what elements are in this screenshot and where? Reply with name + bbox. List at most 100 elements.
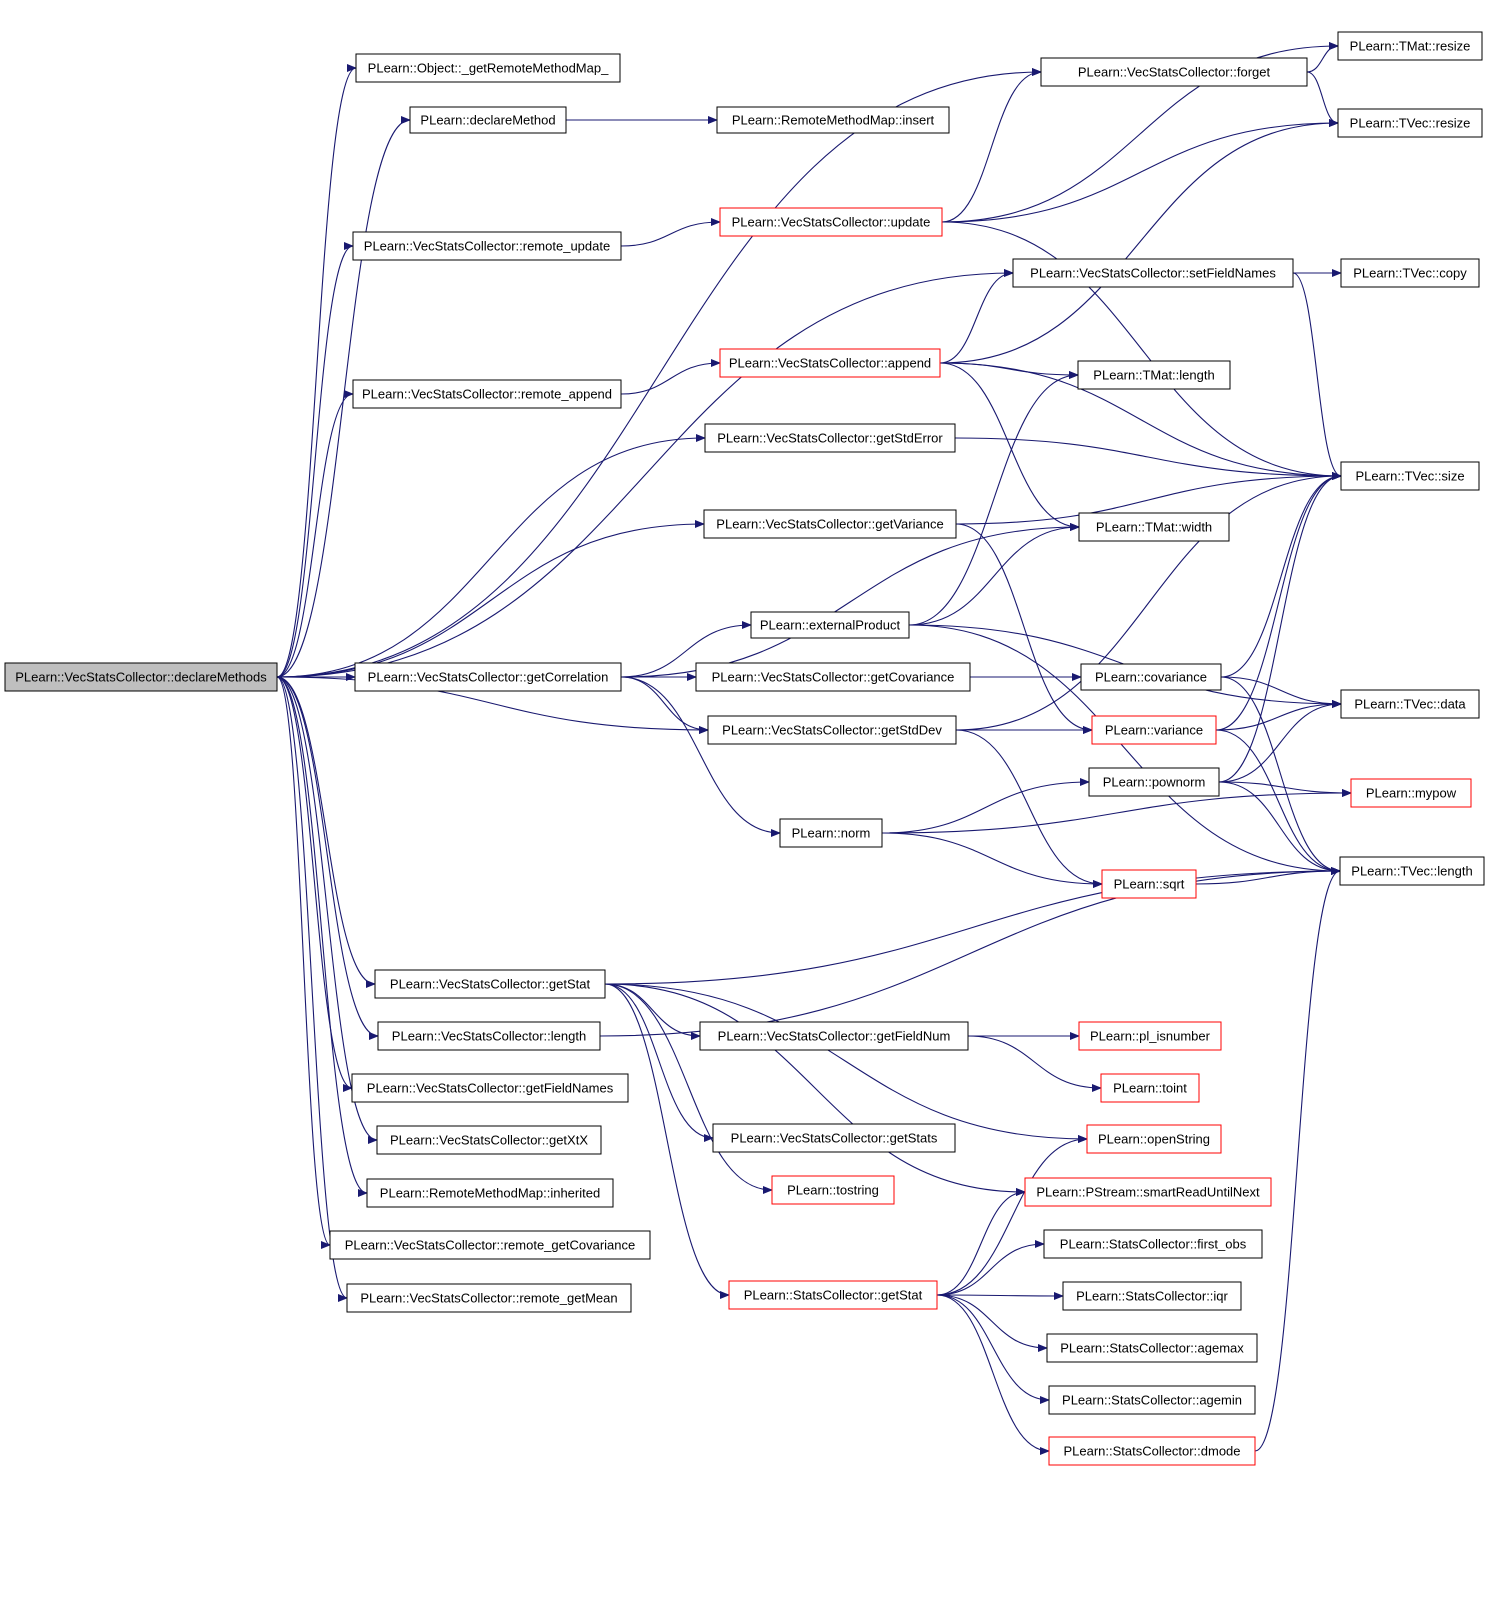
node-box <box>366 1178 614 1208</box>
node-get-field-num[interactable]: PLearn::VecStatsCollector::getFieldNum <box>699 1021 969 1051</box>
node-norm[interactable]: PLearn::norm <box>779 818 883 848</box>
node-box <box>329 1230 651 1260</box>
node-inherited[interactable]: PLearn::RemoteMethodMap::inherited <box>366 1178 614 1208</box>
node-get-correlation[interactable]: PLearn::VecStatsCollector::getCorrelatio… <box>354 662 622 692</box>
node-box <box>1340 461 1480 491</box>
edge-covariance-to-tvec-size <box>1220 472 1342 678</box>
node-remote-append[interactable]: PLearn::VecStatsCollector::remote_append <box>352 379 622 409</box>
node-tvec-copy[interactable]: PLearn::TVec::copy <box>1340 258 1480 288</box>
node-forget[interactable]: PLearn::VecStatsCollector::forget <box>1040 57 1308 87</box>
edge-variance-to-tvec-data <box>1215 700 1342 731</box>
edge-sc-get-stat-to-open-string <box>936 1135 1088 1296</box>
node-first-obs[interactable]: PLearn::StatsCollector::first_obs <box>1043 1229 1263 1259</box>
node-label: PLearn::VecStatsCollector::getStat <box>390 977 591 992</box>
edge-covariance-to-tvec-data <box>1220 676 1342 708</box>
node-agemin[interactable]: PLearn::StatsCollector::agemin <box>1048 1385 1256 1415</box>
node-box <box>750 611 910 639</box>
edge-declare-methods-to-remote-append <box>276 390 354 678</box>
node-label: PLearn::TMat::length <box>1093 368 1214 383</box>
node-get-xt-x[interactable]: PLearn::VecStatsCollector::getXtX <box>376 1125 602 1155</box>
edge-external-product-to-tvec-length <box>908 624 1341 875</box>
node-label: PLearn::VecStatsCollector::getStdError <box>717 431 943 446</box>
node-toint[interactable]: PLearn::toint <box>1100 1073 1200 1103</box>
node-iqr[interactable]: PLearn::StatsCollector::iqr <box>1062 1281 1242 1311</box>
node-label: PLearn::StatsCollector::getStat <box>744 1288 923 1303</box>
node-length[interactable]: PLearn::VecStatsCollector::length <box>377 1021 601 1051</box>
node-get-variance[interactable]: PLearn::VecStatsCollector::getVariance <box>703 509 957 539</box>
node-remote-get-mean[interactable]: PLearn::VecStatsCollector::remote_getMea… <box>346 1283 632 1313</box>
node-declare-method[interactable]: PLearn::declareMethod <box>409 106 567 134</box>
node-dmode[interactable]: PLearn::StatsCollector::dmode <box>1048 1436 1256 1466</box>
edge-declare-methods-to-get-variance <box>276 520 705 678</box>
node-box <box>1350 778 1472 808</box>
node-box <box>716 106 950 134</box>
node-box <box>1340 689 1480 719</box>
edge-sc-get-stat-to-agemax <box>936 1294 1048 1352</box>
node-get-remote-method-map[interactable]: PLearn::Object::_getRemoteMethodMap_ <box>355 53 621 83</box>
node-layer: PLearn::VecStatsCollector::declareMethod… <box>4 31 1485 1466</box>
node-get-stats[interactable]: PLearn::VecStatsCollector::getStats <box>712 1123 956 1153</box>
node-tmat-length[interactable]: PLearn::TMat::length <box>1077 360 1231 390</box>
node-smart-read[interactable]: PLearn::PStream::smartReadUntilNext <box>1024 1177 1272 1207</box>
node-open-string[interactable]: PLearn::openString <box>1086 1124 1222 1154</box>
node-variance[interactable]: PLearn::variance <box>1091 715 1217 745</box>
node-label: PLearn::StatsCollector::agemin <box>1062 1393 1242 1408</box>
node-set-field-names[interactable]: PLearn::VecStatsCollector::setFieldNames <box>1012 258 1294 288</box>
edge-get-stat-to-tostring <box>604 983 773 1194</box>
node-box <box>1100 1073 1200 1103</box>
node-tvec-data[interactable]: PLearn::TVec::data <box>1340 689 1480 719</box>
node-tvec-resize[interactable]: PLearn::TVec::resize <box>1337 108 1483 138</box>
node-append[interactable]: PLearn::VecStatsCollector::append <box>719 348 941 378</box>
node-box <box>355 53 621 83</box>
node-tmat-resize[interactable]: PLearn::TMat::resize <box>1337 31 1483 61</box>
edge-get-variance-to-tvec-size <box>955 472 1342 525</box>
node-box <box>352 231 622 261</box>
node-get-std-error[interactable]: PLearn::VecStatsCollector::getStdError <box>704 423 956 453</box>
node-update[interactable]: PLearn::VecStatsCollector::update <box>719 207 943 237</box>
node-label: PLearn::Object::_getRemoteMethodMap_ <box>368 61 609 76</box>
node-tvec-length[interactable]: PLearn::TVec::length <box>1339 856 1485 886</box>
node-box <box>409 106 567 134</box>
node-pownorm[interactable]: PLearn::pownorm <box>1088 767 1220 797</box>
node-box <box>1077 360 1231 390</box>
node-get-stat[interactable]: PLearn::VecStatsCollector::getStat <box>374 969 606 999</box>
node-mypow[interactable]: PLearn::mypow <box>1350 778 1472 808</box>
node-box <box>1101 869 1197 899</box>
node-get-std-dev[interactable]: PLearn::VecStatsCollector::getStdDev <box>707 715 957 745</box>
node-box <box>1337 108 1483 138</box>
node-label: PLearn::VecStatsCollector::remote_update <box>364 239 610 254</box>
node-label: PLearn::VecStatsCollector::getStdDev <box>722 723 942 738</box>
node-sqrt[interactable]: PLearn::sqrt <box>1101 869 1197 899</box>
node-agemax[interactable]: PLearn::StatsCollector::agemax <box>1046 1333 1258 1363</box>
node-get-covariance[interactable]: PLearn::VecStatsCollector::getCovariance <box>695 662 971 692</box>
node-box <box>1339 856 1485 886</box>
node-sc-get-stat[interactable]: PLearn::StatsCollector::getStat <box>728 1280 938 1310</box>
node-remote-update[interactable]: PLearn::VecStatsCollector::remote_update <box>352 231 622 261</box>
node-tvec-size[interactable]: PLearn::TVec::size <box>1340 461 1480 491</box>
node-rmm-insert[interactable]: PLearn::RemoteMethodMap::insert <box>716 106 950 134</box>
node-tmat-width[interactable]: PLearn::TMat::width <box>1078 512 1230 542</box>
edge-sc-get-stat-to-iqr <box>936 1291 1064 1300</box>
edge-pownorm-to-tvec-length <box>1218 781 1341 875</box>
edge-norm-to-pownorm <box>881 778 1090 834</box>
node-box <box>719 207 943 237</box>
node-get-field-names[interactable]: PLearn::VecStatsCollector::getFieldNames <box>351 1073 629 1103</box>
edge-update-to-forget <box>941 68 1042 223</box>
node-box <box>779 818 883 848</box>
node-pl-isnumber[interactable]: PLearn::pl_isnumber <box>1078 1021 1222 1051</box>
node-label: PLearn::VecStatsCollector::getXtX <box>390 1133 588 1148</box>
node-label: PLearn::variance <box>1105 723 1203 738</box>
node-label: PLearn::norm <box>792 826 871 841</box>
edge-get-stat-to-get-field-num <box>604 983 701 1040</box>
node-box <box>712 1123 956 1153</box>
node-label: PLearn::PStream::smartReadUntilNext <box>1036 1185 1260 1200</box>
node-label: PLearn::VecStatsCollector::remote_getMea… <box>360 1291 617 1306</box>
node-remote-get-covariance[interactable]: PLearn::VecStatsCollector::remote_getCov… <box>329 1230 651 1260</box>
node-box <box>1024 1177 1272 1207</box>
node-box <box>1086 1124 1222 1154</box>
node-external-product[interactable]: PLearn::externalProduct <box>750 611 910 639</box>
node-covariance[interactable]: PLearn::covariance <box>1080 663 1222 691</box>
node-declare-methods[interactable]: PLearn::VecStatsCollector::declareMethod… <box>4 662 278 692</box>
edge-get-correlation-to-external-product <box>620 621 752 678</box>
node-tostring[interactable]: PLearn::tostring <box>771 1175 895 1205</box>
